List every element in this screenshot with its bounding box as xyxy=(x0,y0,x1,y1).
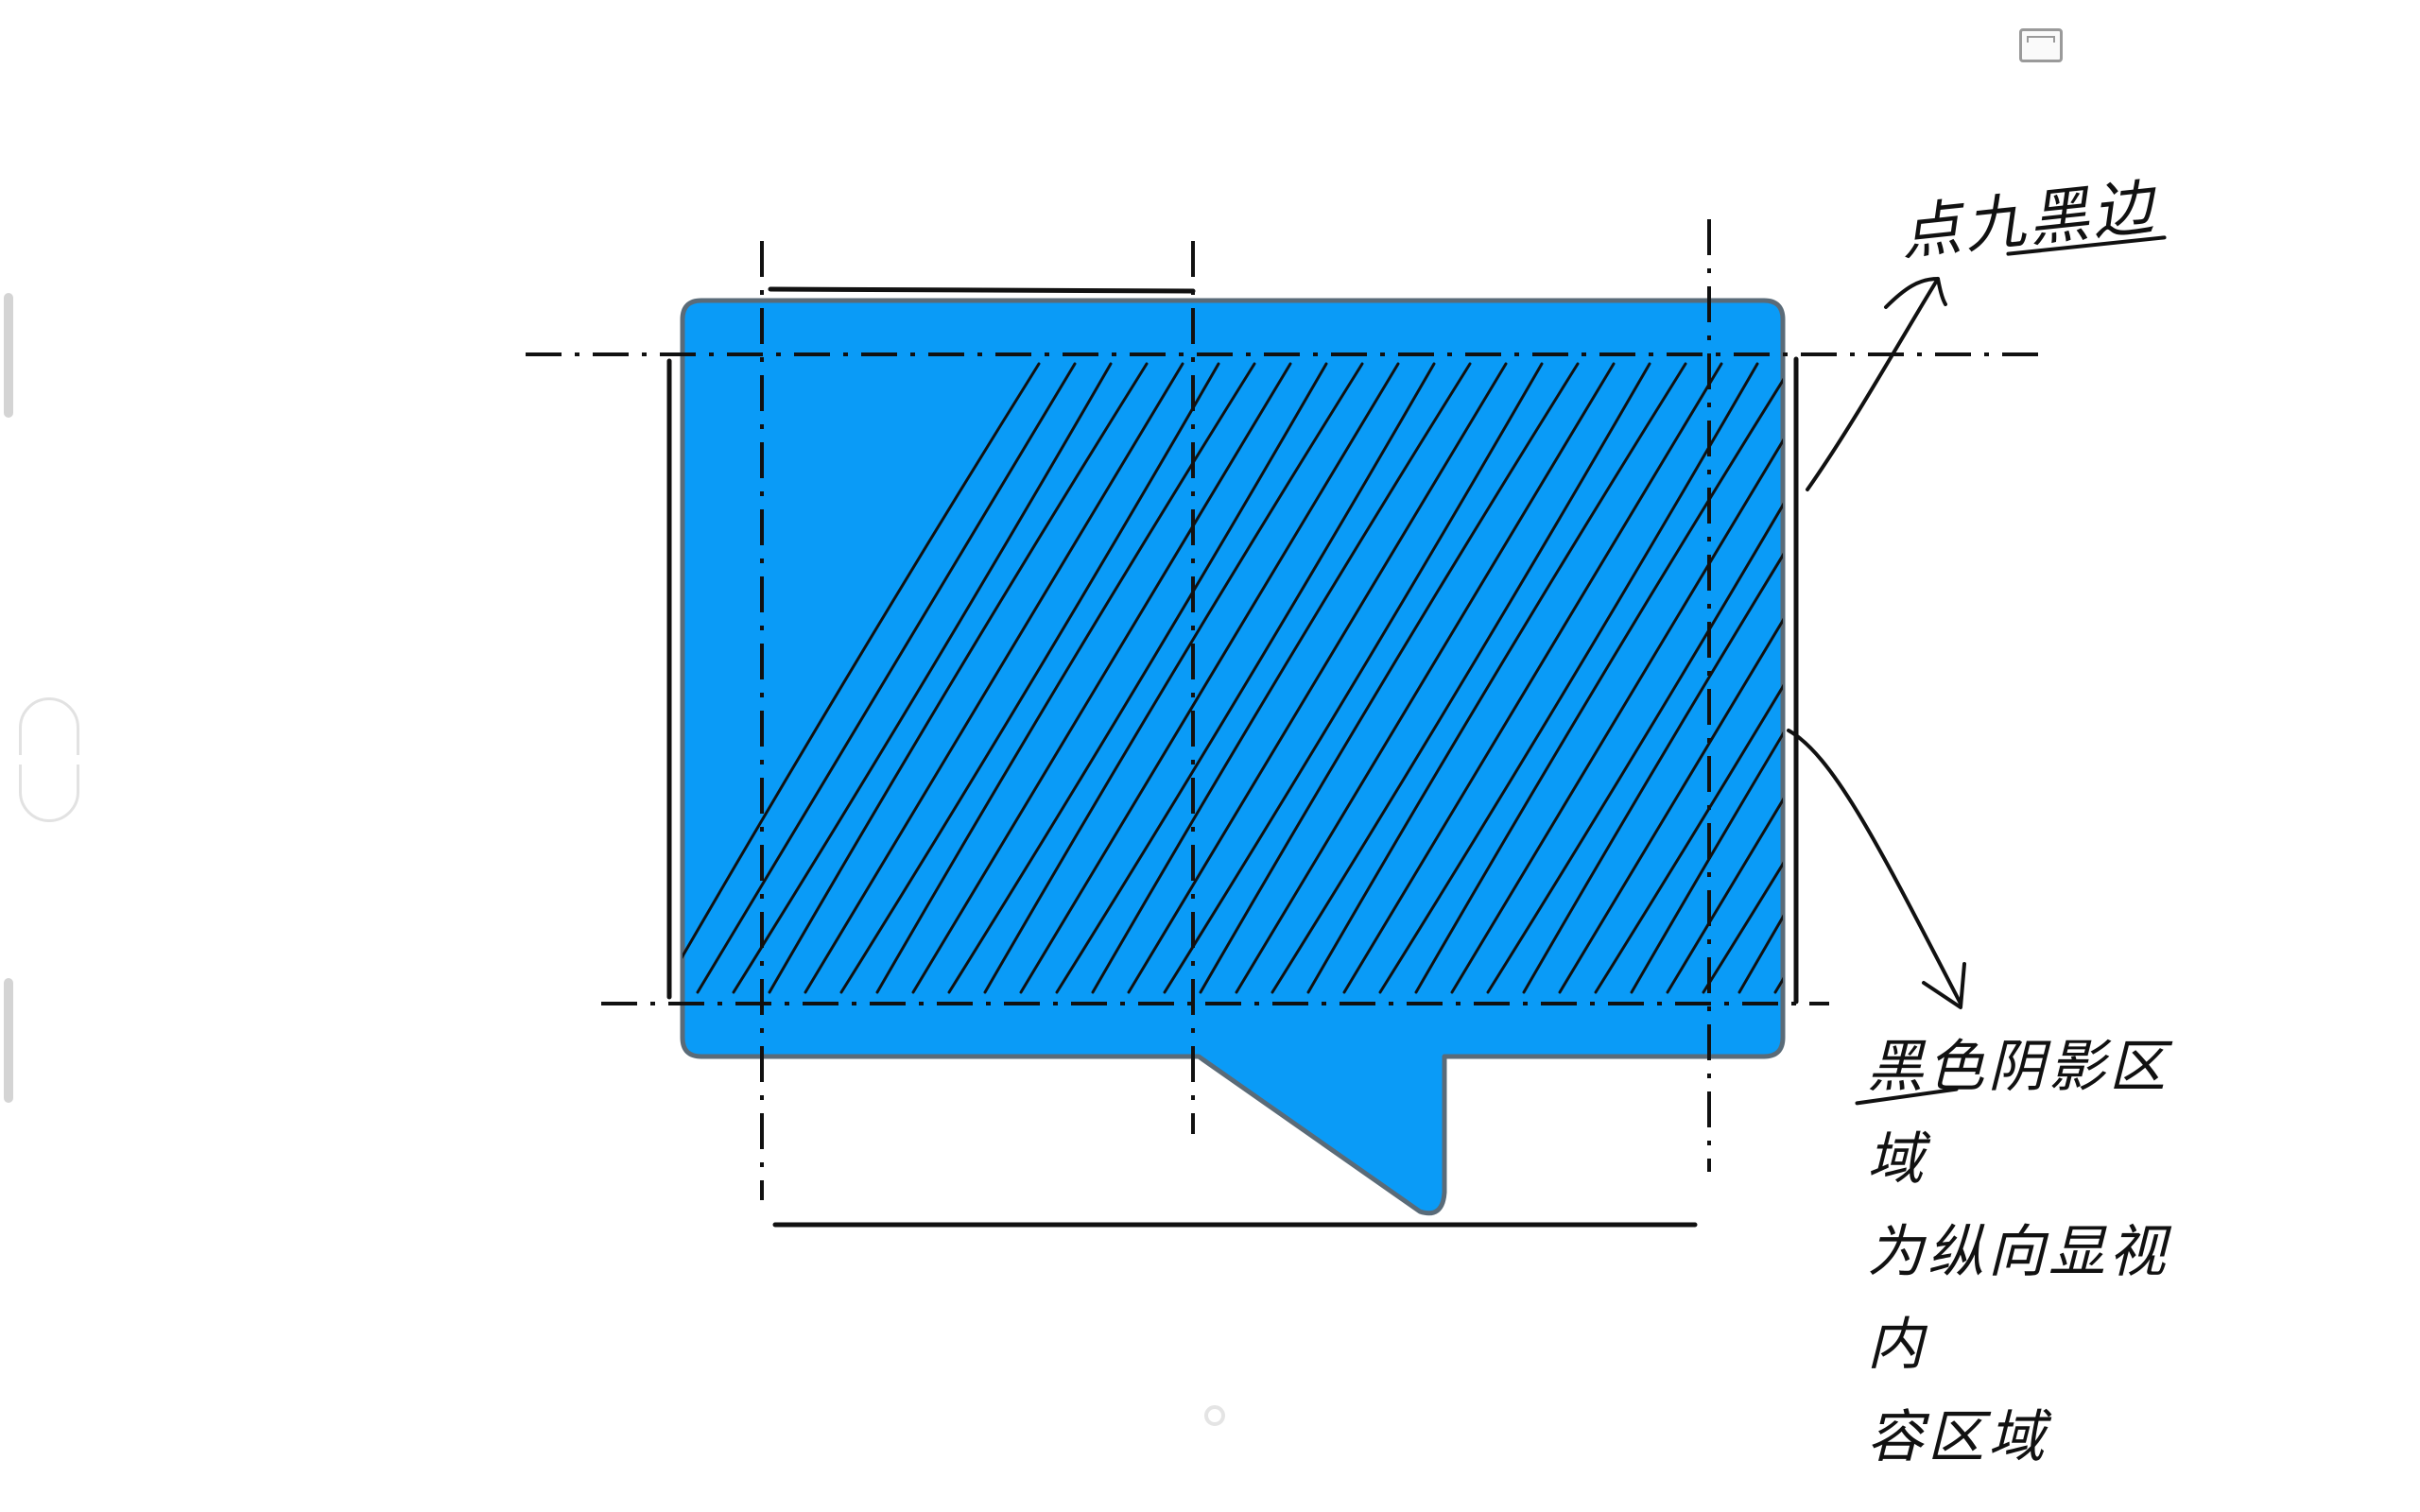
speech-bubble-shape xyxy=(680,298,1786,1216)
hatch-line xyxy=(1486,362,1783,994)
hatch-line xyxy=(804,362,1184,994)
hatch-line xyxy=(1199,362,1580,994)
hatch-line xyxy=(1558,362,1783,994)
hatch-line xyxy=(1702,362,1783,994)
hatch-line xyxy=(1306,362,1687,994)
window-toggle-bar xyxy=(2027,36,2055,43)
circle-icon[interactable] xyxy=(1204,1405,1225,1426)
hatch-line xyxy=(1270,362,1651,994)
shadow-hatching xyxy=(683,362,2368,994)
content-note-line-2: 为纵向显视内 xyxy=(1867,1219,2169,1378)
arrow-to-content-note xyxy=(1787,729,1962,1005)
hatch-line xyxy=(1883,364,2260,992)
annotation-arrows xyxy=(1787,277,1966,1009)
hatch-line xyxy=(839,362,1220,994)
hatch-line xyxy=(1163,362,1544,994)
hatch-line xyxy=(1019,362,1400,994)
hatch-line xyxy=(696,362,1077,994)
content-area-note: 黑色阴影区域 为纵向显视内 容区域 xyxy=(1867,1021,2226,1484)
content-note-line-1: 黑色阴影区域 xyxy=(1867,1034,2169,1193)
hatch-line xyxy=(911,362,1292,994)
hatch-line xyxy=(1342,362,1723,994)
arrow-to-content-note-head xyxy=(1922,962,1966,1009)
speech-bubble xyxy=(680,298,1786,1216)
hatch-line xyxy=(947,362,1328,994)
top-stretch-marker xyxy=(768,286,1196,294)
hatch-line xyxy=(1594,362,1783,994)
arrow-to-edge-note xyxy=(1806,277,1940,491)
hatch-line xyxy=(1522,362,1783,994)
hatch-line xyxy=(683,362,1041,994)
hatch-line xyxy=(1773,362,1783,994)
hatch-line xyxy=(1955,364,2332,992)
hatch-line xyxy=(1378,362,1759,994)
side-handle-icon[interactable] xyxy=(18,697,80,822)
hatch-line xyxy=(1055,362,1436,994)
hatch-line xyxy=(1091,362,1472,994)
hatch-line xyxy=(1450,362,1783,994)
hatch-line xyxy=(1666,362,1783,994)
hatch-line xyxy=(732,362,1113,994)
hatch-line xyxy=(1991,364,2368,992)
hatch-line xyxy=(1235,362,1616,994)
hatch-line xyxy=(1414,362,1783,994)
hatch-line xyxy=(1811,364,2188,992)
hatch-line xyxy=(983,362,1364,994)
hatch-line xyxy=(1127,362,1508,994)
arrow-to-edge-note-head xyxy=(1884,277,1947,309)
hatch-line xyxy=(875,362,1256,994)
hatch-line xyxy=(1630,362,1783,994)
content-note-line-3: 容区域 xyxy=(1867,1404,2048,1470)
hatch-line xyxy=(768,362,1149,994)
side-handle-top[interactable] xyxy=(4,293,13,418)
guide-lines xyxy=(526,219,2042,1200)
window-toggle-icon[interactable] xyxy=(2019,28,2063,62)
nine-patch-markers xyxy=(666,286,1799,1228)
hatch-line xyxy=(1919,364,2296,992)
side-handle-bottom[interactable] xyxy=(4,978,13,1103)
